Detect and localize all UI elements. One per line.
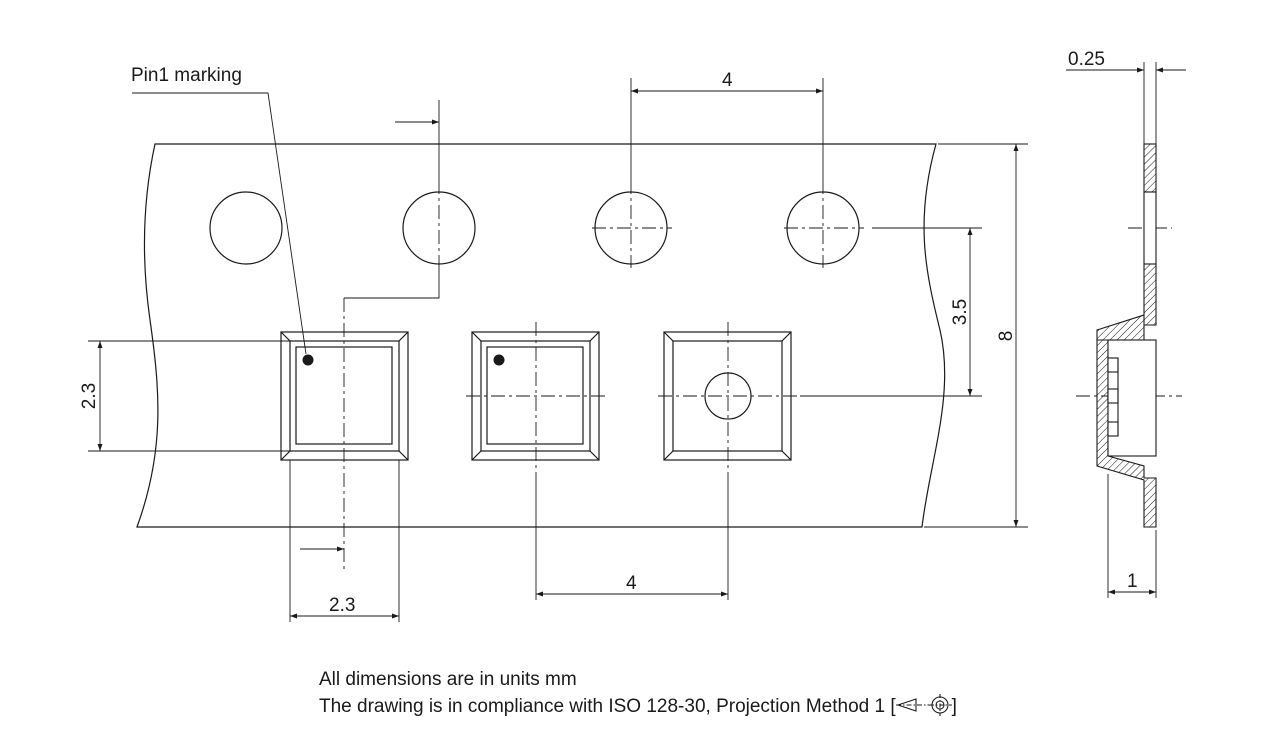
depth-label: 1 — [1127, 571, 1138, 592]
compliance-note: The drawing is in compliance with ISO 12… — [319, 694, 957, 718]
units-note: All dimensions are in units mm — [319, 669, 577, 690]
pitch-top-label: 4 — [722, 70, 733, 91]
thickness-label: 0.25 — [1068, 49, 1105, 70]
sprocket-hole — [402, 191, 476, 265]
component-pocket — [280, 331, 409, 461]
pin1-dot — [493, 354, 505, 366]
compliance-note-close: ] — [951, 696, 957, 717]
pin1-marking-label: Pin1 marking — [131, 65, 242, 86]
tape-side-view — [1096, 143, 1157, 528]
row-offset-label: 3.5 — [950, 299, 971, 325]
pocket-width-label: 2.3 — [329, 595, 355, 616]
tape-width-label: 8 — [996, 331, 1017, 342]
pin1-leader — [132, 92, 307, 355]
pitch-bottom-label: 4 — [626, 573, 637, 594]
pocket-height-label: 2.3 — [79, 383, 100, 409]
pin1-dot — [302, 354, 314, 366]
sprocket-hole — [209, 191, 283, 265]
carrier-tape-outline — [136, 143, 946, 528]
compliance-note-text: The drawing is in compliance with ISO 12… — [319, 696, 896, 717]
first-angle-projection-icon — [895, 694, 952, 716]
